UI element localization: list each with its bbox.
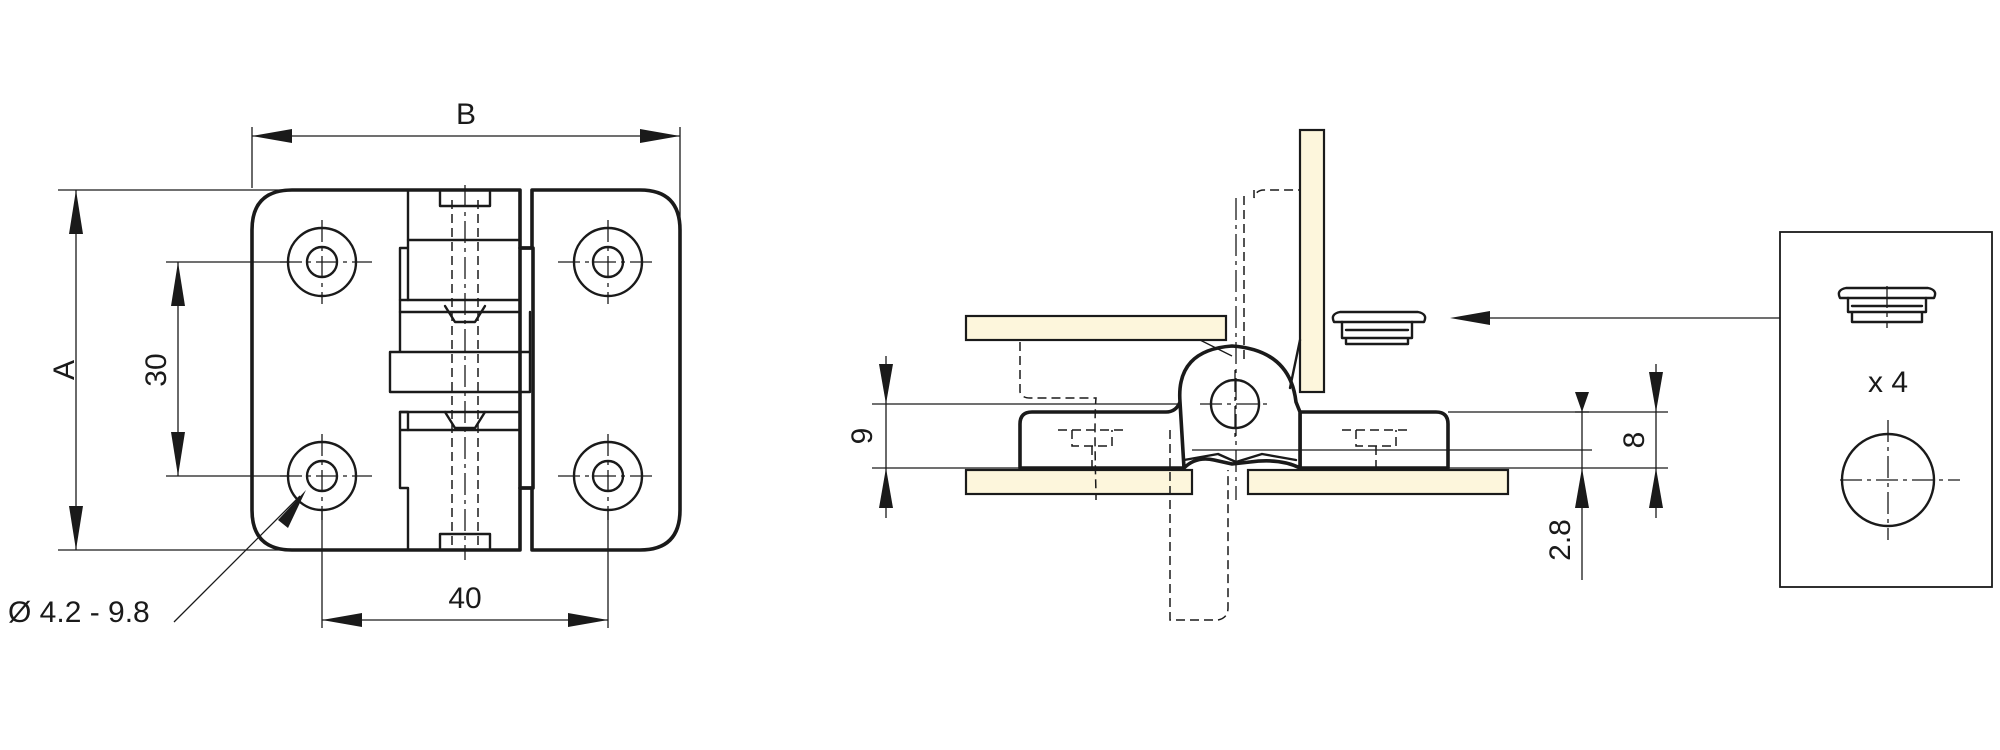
dimension-30 (166, 261, 290, 477)
dimension-30-label: 30 (140, 353, 173, 386)
cap-leader-arrow (1450, 311, 1780, 325)
dimension-a-label: A (48, 360, 81, 380)
rotation-path-lower (1169, 430, 1229, 621)
dimension-40-label: 40 (448, 582, 481, 615)
cap-detail-frame (1779, 231, 1993, 588)
rotation-path-upper (1019, 342, 1097, 500)
panel-vertical (1298, 128, 1326, 394)
side-cover-cap (1331, 310, 1427, 346)
cap-profile (1837, 286, 1937, 328)
knuckle-inner-lines (398, 238, 522, 432)
side-left-leaf (1018, 398, 1186, 470)
hole-centerlines (280, 220, 652, 520)
hinge-side-view: 9 8 2.8 (846, 128, 1780, 621)
dimension-b-label: B (456, 98, 476, 131)
panel-slope (1199, 339, 1233, 357)
panel-upper-left (964, 314, 1228, 342)
side-screw-left (1058, 429, 1126, 468)
rotation-path-vertical (1243, 189, 1300, 360)
cap-quantity-label: x 4 (1868, 366, 1908, 399)
dimension-2-8-label: 2.8 (1544, 519, 1577, 561)
dimension-9 (872, 356, 1180, 518)
dimension-9-label: 9 (846, 428, 879, 445)
hinge-front-view: B A 30 40 (8, 98, 682, 629)
hinge-right-leaf-outline (518, 188, 682, 552)
knuckle-middle (388, 310, 532, 394)
vertical-panel-bevel (1288, 338, 1302, 390)
cover-cap-detail: x 4 (1779, 231, 1993, 588)
dimension-2-8 (1192, 392, 1592, 580)
side-knuckle (1178, 344, 1302, 470)
dimension-a (58, 189, 290, 551)
panel-lower-right (1246, 468, 1510, 496)
knuckle-top (398, 188, 522, 314)
hole-diameter-label: Ø 4.2 - 9.8 (8, 596, 150, 629)
dimension-8-label: 8 (1618, 432, 1651, 449)
hole-diameter-leader (173, 490, 306, 623)
panel-lower-left (964, 468, 1194, 496)
side-right-leaf (1298, 410, 1450, 470)
pin-head-bottom (438, 532, 492, 550)
knuckle-bottom (398, 410, 522, 552)
dimension-b (251, 127, 681, 222)
dimension-8 (1448, 364, 1668, 518)
dimension-40 (321, 510, 609, 628)
